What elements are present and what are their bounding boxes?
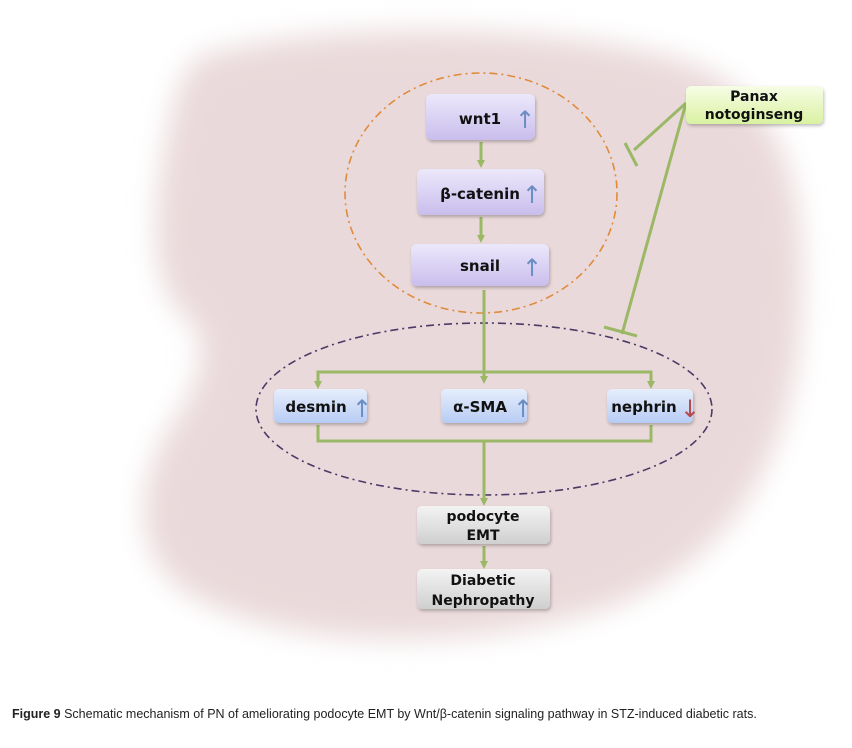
node-panax-line2: notoginseng <box>705 107 804 123</box>
up-arrow-icon: ↑ <box>513 395 533 423</box>
node-wnt1 <box>426 94 535 140</box>
node-snail-label: snail <box>460 257 500 275</box>
node-diabetic-nephropathy-line2: Nephropathy <box>432 593 535 609</box>
node-beta-catenin-label: β-catenin <box>440 185 520 203</box>
inhibit-edge-upstream <box>632 101 688 152</box>
upstream-group-ellipse <box>344 72 618 314</box>
node-nephrin-label: nephrin <box>611 398 677 416</box>
background-blob <box>144 31 803 639</box>
node-alpha-sma <box>441 389 527 423</box>
node-beta-catenin <box>417 169 544 215</box>
node-alpha-sma-label: α-SMA <box>453 398 507 416</box>
node-podocyte-emt-line1: podocyte <box>447 509 520 525</box>
down-arrow-icon: ↓ <box>680 395 700 423</box>
up-arrow-icon: ↑ <box>522 181 542 209</box>
node-podocyte-emt <box>417 506 550 544</box>
inhibit-bar-effector <box>603 325 638 338</box>
node-podocyte-emt-line2: EMT <box>466 528 499 544</box>
node-diabetic-nephropathy-line1: Diabetic <box>450 573 515 589</box>
node-nephrin <box>607 389 693 423</box>
node-panax-line1: Panax <box>730 89 778 105</box>
diagram-canvas: wnt1 ↑ β-catenin ↑ snail ↑ desmin ↑ α-SM… <box>144 31 823 639</box>
connectors <box>314 101 688 569</box>
figure-caption: Figure 9 Schematic mechanism of PN of am… <box>12 707 852 721</box>
figure-caption-label: Figure 9 <box>12 707 61 721</box>
inhibit-bar-upstream <box>623 142 639 167</box>
figure-caption-text: Schematic mechanism of PN of amelioratin… <box>60 707 757 721</box>
node-desmin <box>274 389 367 423</box>
up-arrow-icon: ↑ <box>352 395 372 423</box>
up-arrow-icon: ↑ <box>522 254 542 282</box>
up-arrow-icon: ↑ <box>515 106 535 134</box>
node-panax-notoginseng <box>686 86 823 124</box>
inhibit-edge-effector <box>620 102 688 335</box>
node-wnt1-label: wnt1 <box>459 110 501 128</box>
node-diabetic-nephropathy <box>417 569 550 609</box>
node-desmin-label: desmin <box>285 398 346 416</box>
node-snail <box>411 244 549 286</box>
